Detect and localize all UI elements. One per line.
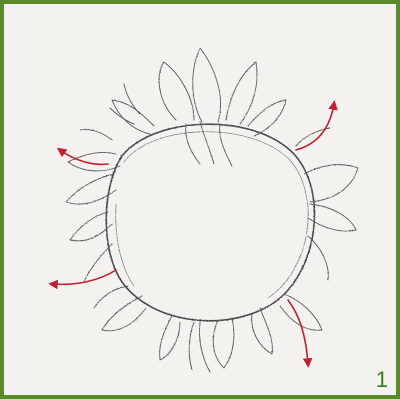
arrow-lower-left <box>52 270 116 284</box>
arrow-top-right <box>296 104 334 150</box>
pencil-sketch <box>4 4 396 395</box>
step-number-label: 1 <box>376 369 388 391</box>
arrow-bottom-right <box>288 300 308 364</box>
